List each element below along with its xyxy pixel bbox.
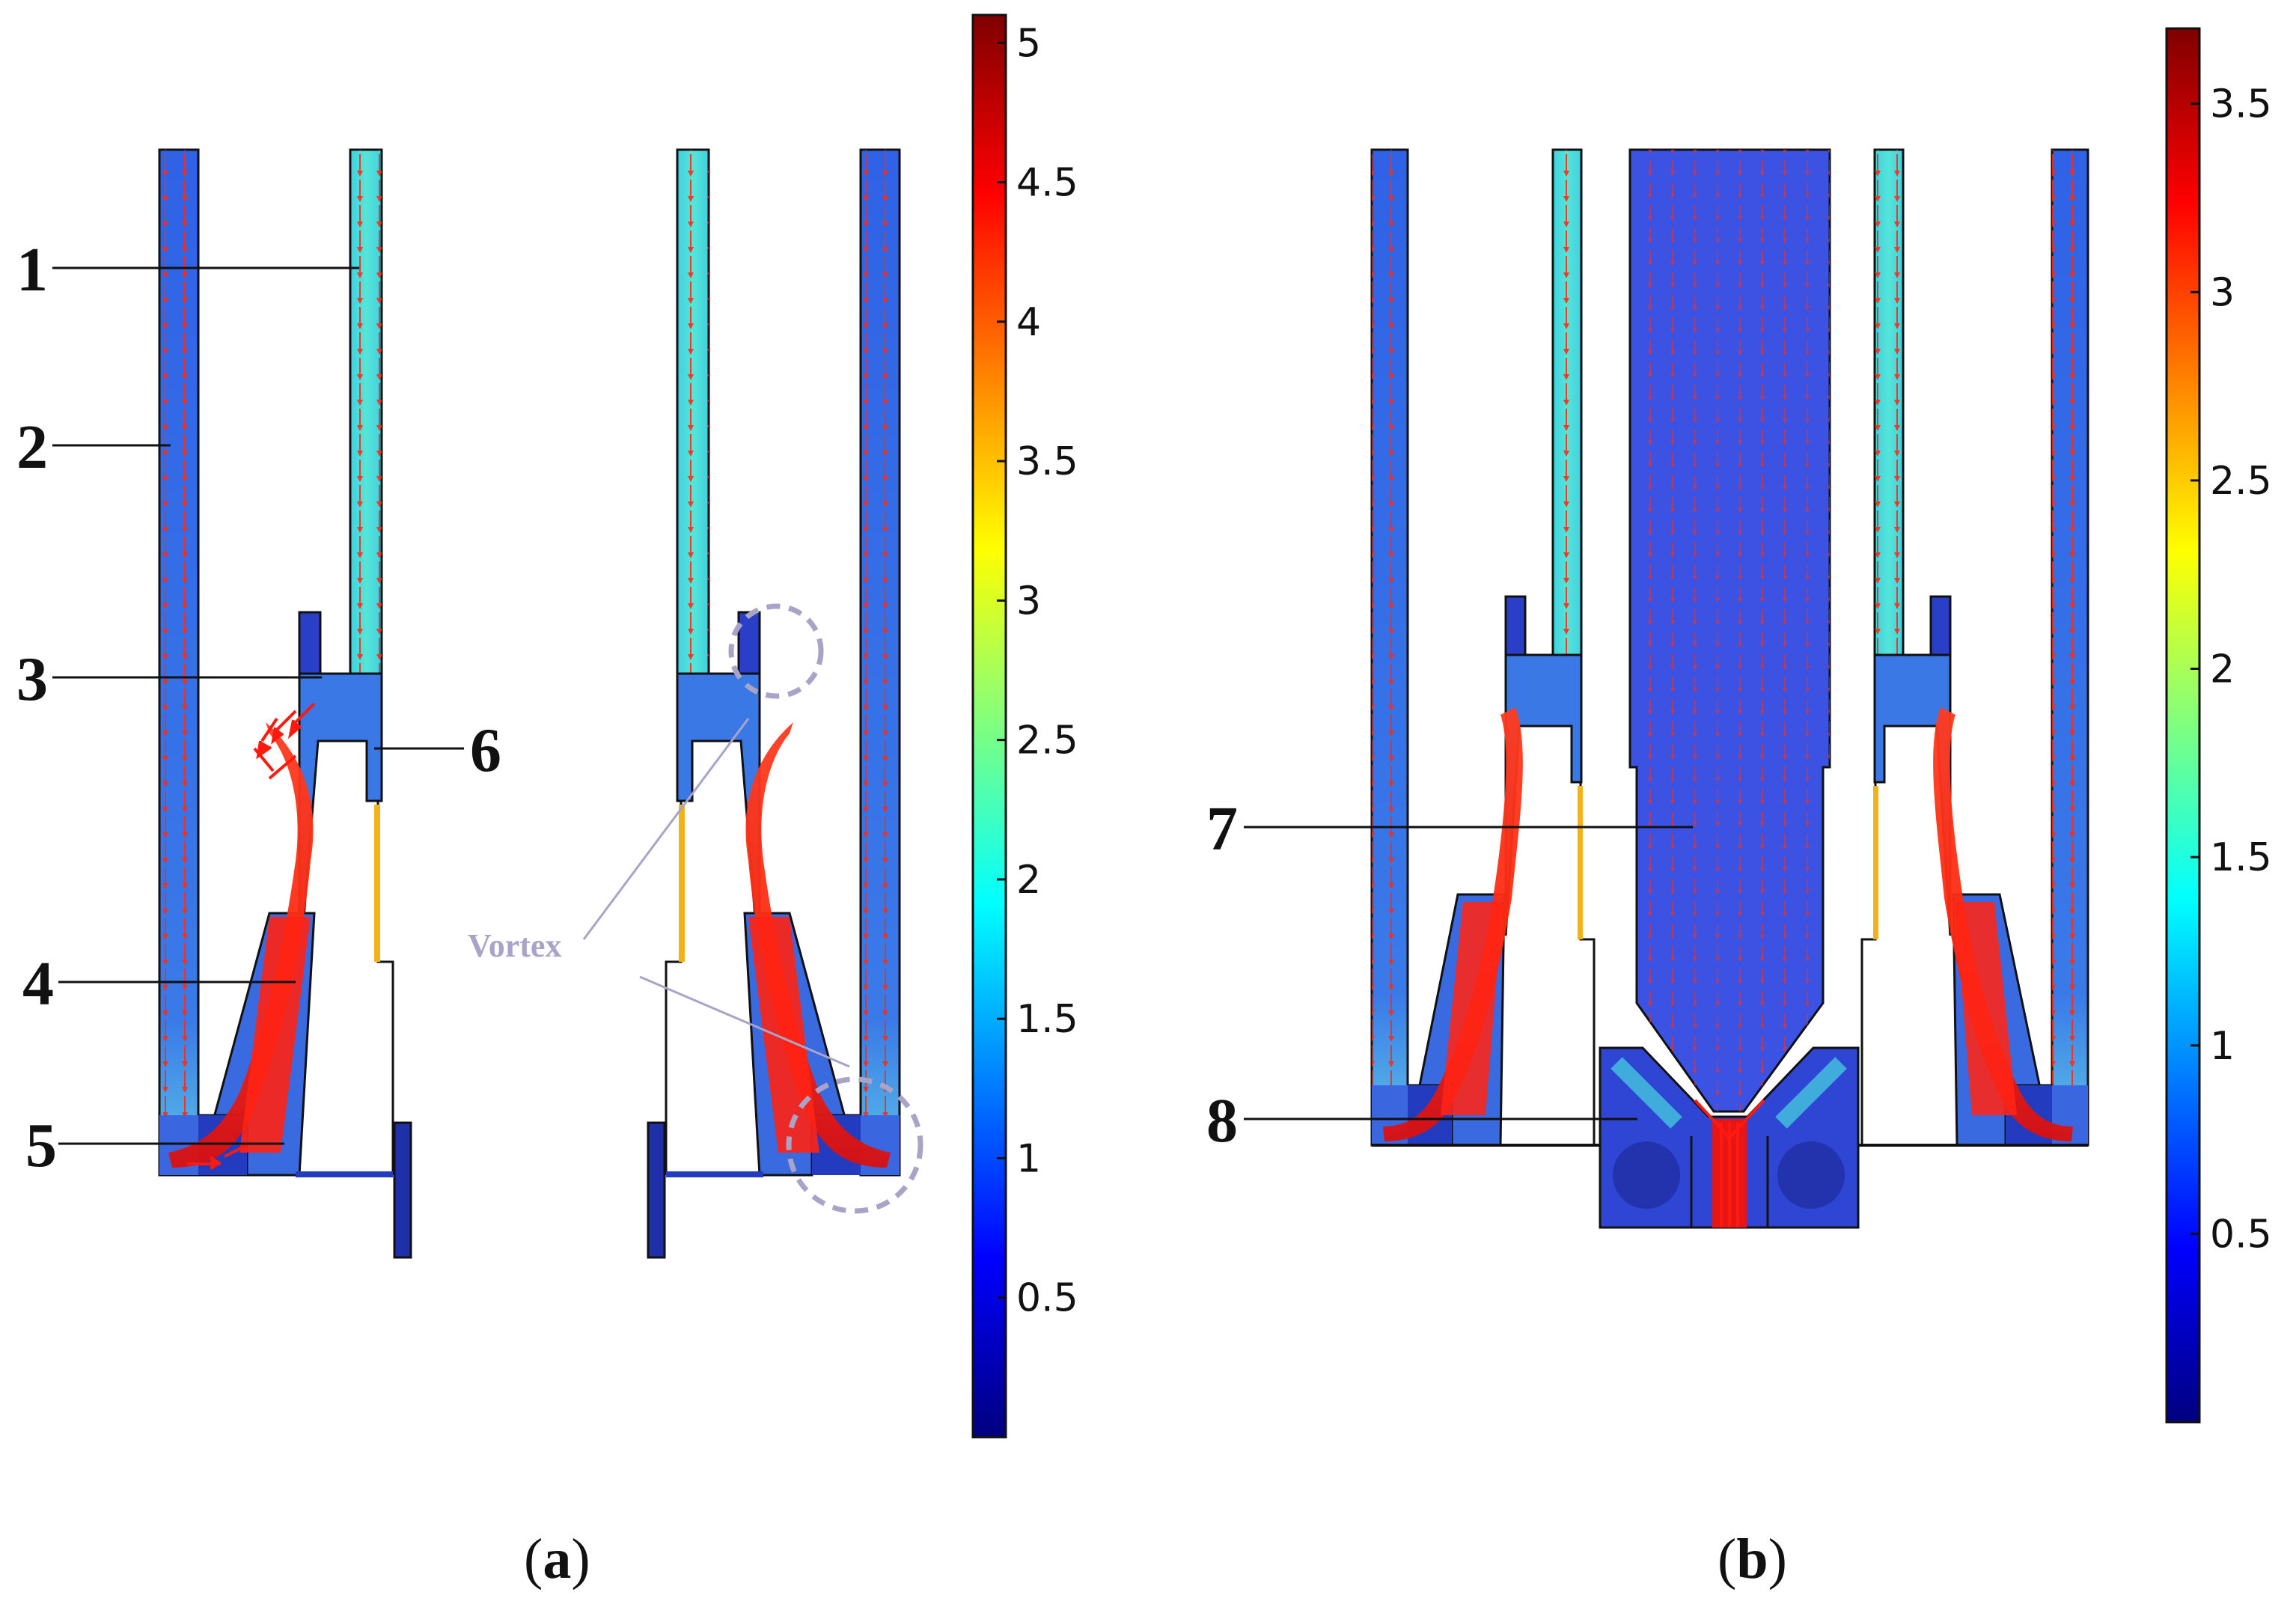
label-8: 8 [1206,1086,1238,1156]
colorbar-a-tick-label: 1.5 [1016,997,1078,1042]
vortex-leader-1 [582,718,750,940]
colorbar-b-tick-label: 3 [2210,270,2235,315]
vortex-leader-2 [639,975,850,1068]
panel-a-right-geometry: Vortex [468,148,923,1259]
caption-b: (b) [1718,1528,1787,1591]
colorbar-a-tick-label: 4.5 [1016,161,1078,206]
label-6: 6 [470,716,501,785]
colorbar-a-tick-label: 2 [1016,858,1041,903]
vortex-label: Vortex [468,927,561,964]
panel-b: 7 8 3.5 3 2.5 2 1.5 1 0.5 (b) [1206,27,2272,1591]
label-leaders [52,266,464,1145]
label-4: 4 [22,949,54,1019]
label-5: 5 [25,1111,57,1180]
label-7: 7 [1206,794,1238,864]
caption-a: (a) [524,1528,590,1591]
colorbar-a-tick-label: 4 [1016,300,1041,345]
flow-arrows [187,702,316,1169]
stub [298,611,322,675]
panel-a: Vortex 1 2 3 4 5 6 54.543.532.521.510.5 … [16,13,1078,1591]
vortex-circle-upper [728,603,824,699]
label-1: 1 [16,235,48,305]
nozzle-wall [367,799,394,1175]
label-3: 3 [16,644,48,714]
colorbar-a-tick-label: 5 [1016,21,1041,66]
colorbar-b-tick-label: 2 [2210,647,2235,692]
colorbar-b-ticks: 3.5 3 2.5 2 1.5 1 0.5 [2190,82,2272,1257]
colorbar-a-tick-label: 3 [1016,579,1041,623]
colorbar-b-tick-label: 3.5 [2210,82,2272,127]
colorbar-b-tick-label: 2.5 [2210,459,2272,504]
colorbar-b-tick-label: 1 [2210,1024,2235,1069]
panel-a-left-geometry [158,148,412,1259]
colorbar-a-ticks: 5 4.5 4 3.5 3 2.5 2 1.5 1 0.5 [997,21,1078,1321]
colorbar-b [2165,27,2201,1424]
label-2: 2 [16,412,48,482]
colorbar-b-tick-label: 0.5 [2210,1212,2272,1257]
colorbar-a [971,13,1007,1439]
outlet-bar [393,1121,412,1259]
jet-arrows [1694,1099,1765,1228]
colorbar-a-tick-label: 1 [1016,1136,1041,1181]
vortex-circle-lower [786,1076,923,1214]
colorbar-a-tick-label: 2.5 [1016,719,1078,763]
colorbar-a-tick-label: 3.5 [1016,439,1078,484]
colorbar-a-tick-label: 0.5 [1016,1276,1078,1321]
colorbar-b-tick-label: 1.5 [2210,835,2272,880]
